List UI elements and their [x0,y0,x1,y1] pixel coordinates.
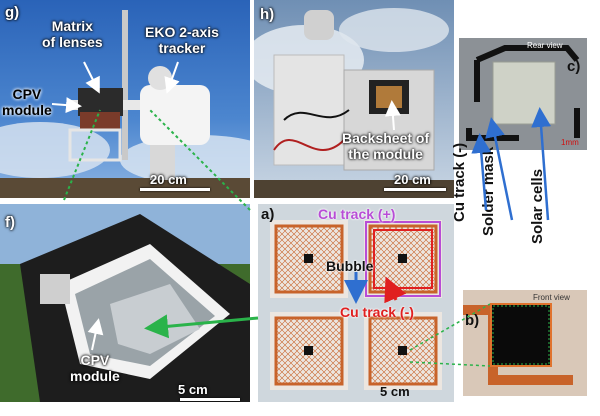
photo-panel-f: f) CPV module 5 cm [0,204,250,402]
arrow-cpv-g [51,97,82,114]
module-backsheet-photo [254,0,454,198]
cpv-tracker-photo [0,0,250,198]
arrow-solar-cells [531,107,552,221]
arrow-cu-minus [384,276,407,304]
bubble-label: Bubble [326,258,374,274]
panel-letter-c: c) [567,58,581,75]
rear-view-photo [459,38,587,150]
cu-track-minus-label: Cu track (-) [340,304,414,320]
photo-panel-h: h) Backsheet of the module 20 cm [254,0,454,198]
dotted-connector-left [63,109,101,201]
cu-track-plus-label: Cu track (+) [318,206,396,222]
cpv-module-label-g: CPV module [2,86,52,118]
pcb-boards-photo [258,204,454,402]
backsheet-label: Backsheet of the module [342,130,430,162]
panel-letter-g: g) [5,4,20,21]
cpv-module-label-f: CPV module [70,352,120,384]
eko-tracker-label: EKO 2-axis tracker [145,24,219,56]
arrow-backsheet [384,100,401,131]
scale-label-c: 1mm [561,138,579,147]
photo-panel-g: g) Matrix of lenses EKO 2-axis tracker C… [0,0,250,198]
arrow-cu-track [471,133,492,211]
front-view-label: Front view [533,293,570,302]
photo-panel-c: c) Rear view 1mm [459,38,587,150]
scale-label-g: 20 cm [150,172,187,187]
scale-label-h: 20 cm [394,172,431,187]
scale-bar-g [140,188,210,191]
rear-view-label: Rear view [527,41,563,50]
arrow-tracker [164,61,180,94]
dotted-connector-right [149,109,251,211]
panel-letter-h: h) [260,6,275,23]
connector-module [144,314,259,339]
panel-letter-f: f) [5,214,15,231]
dotted-connector-b-top [409,303,491,351]
arrow-lens-matrix [83,61,100,94]
scale-bar-h [384,188,446,191]
scale-label-a: 5 cm [380,384,410,399]
arrow-cpv-f [87,318,104,351]
dotted-connector-b-bottom [409,361,491,367]
matrix-of-lenses-label: Matrix of lenses [42,18,103,50]
scale-bar-f [180,398,240,401]
cpv-module-closeup-photo [0,204,250,402]
arrow-solder-mask [485,117,514,221]
photo-panel-a: a) Cu track (+) Bubble Cu track (-) 5 cm [258,204,454,402]
scale-label-f: 5 cm [178,382,208,397]
panel-letter-a: a) [261,206,275,223]
